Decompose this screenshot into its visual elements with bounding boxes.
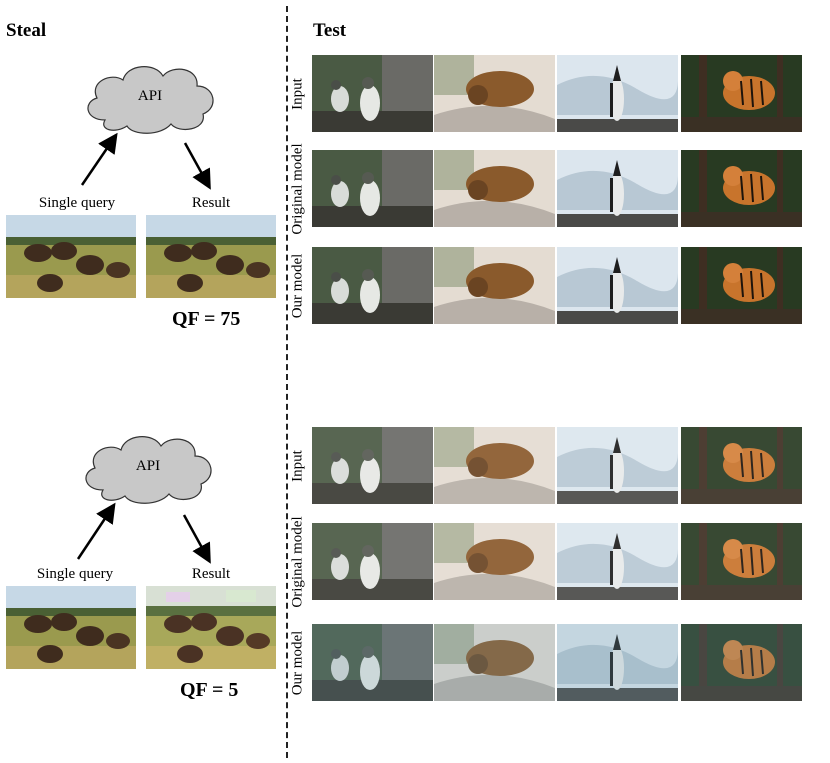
- api-label-top: API: [137, 88, 163, 104]
- api-label-bottom: API: [135, 458, 161, 474]
- single-query-label-top: Single query: [38, 195, 116, 211]
- result-label-bottom: Result: [191, 566, 231, 582]
- row-label-original-top: Original model: [289, 142, 306, 235]
- row-label-ours-bottom: Our model: [289, 630, 306, 695]
- test-image-input-top-penguin-standing: [557, 55, 678, 132]
- test-image-ours-bottom-tiger-in-forest: [681, 624, 802, 701]
- test-image-input-top-tiger-in-forest: [681, 55, 802, 132]
- test-image-ours-top-dog-lying-on-rock: [434, 247, 555, 324]
- row-label-input-top: Input: [289, 77, 306, 110]
- qf-label-bottom: QF = 5: [180, 679, 239, 701]
- arrows-bottom: [76, 502, 211, 564]
- test-image-input-bottom-dog-lying-on-rock: [434, 427, 555, 504]
- test-image-original-top-penguin-standing: [557, 150, 678, 227]
- row-label-ours-top: Our model: [289, 253, 306, 318]
- test-image-input-top-seabirds-on-rocks: [312, 55, 433, 132]
- bison-result-image-top: [146, 215, 276, 298]
- test-image-original-top-dog-lying-on-rock: [434, 150, 555, 227]
- bison-query-image-bottom: [6, 586, 136, 669]
- test-image-ours-top-tiger-in-forest: [681, 247, 802, 324]
- test-image-original-top-seabirds-on-rocks: [312, 150, 433, 227]
- panel-divider: [286, 6, 288, 758]
- test-image-original-bottom-dog-lying-on-rock: [434, 523, 555, 600]
- test-image-original-bottom-tiger-in-forest: [681, 523, 802, 600]
- qf-label-top: QF = 75: [172, 308, 241, 330]
- row-label-original-bottom: Original model: [289, 515, 306, 608]
- api-cloud-top: API: [75, 58, 225, 138]
- test-image-original-bottom-penguin-standing: [557, 523, 678, 600]
- arrow-down-result-top: [183, 142, 211, 190]
- result-label-top: Result: [191, 195, 231, 211]
- bison-result-image-bottom: [146, 586, 276, 669]
- row-label-input-bottom: Input: [289, 449, 306, 482]
- test-title: Test: [313, 20, 347, 41]
- test-image-input-top-dog-lying-on-rock: [434, 55, 555, 132]
- test-image-original-bottom-seabirds-on-rocks: [312, 523, 433, 600]
- test-image-ours-top-penguin-standing: [557, 247, 678, 324]
- arrow-up-query-top: [80, 132, 118, 186]
- test-image-ours-bottom-penguin-standing: [557, 624, 678, 701]
- single-query-label-bottom: Single query: [36, 566, 114, 582]
- test-image-ours-bottom-seabirds-on-rocks: [312, 624, 433, 701]
- arrow-up-query-bottom: [76, 502, 116, 560]
- test-image-ours-bottom-dog-lying-on-rock: [434, 624, 555, 701]
- api-cloud-bottom: API: [73, 428, 223, 508]
- arrow-down-result-bottom: [182, 514, 211, 564]
- bison-query-image-top: [6, 215, 136, 298]
- test-image-original-top-tiger-in-forest: [681, 150, 802, 227]
- test-image-input-bottom-tiger-in-forest: [681, 427, 802, 504]
- test-image-input-bottom-penguin-standing: [557, 427, 678, 504]
- test-image-input-bottom-seabirds-on-rocks: [312, 427, 433, 504]
- arrows-top: [80, 132, 211, 190]
- test-image-ours-top-seabirds-on-rocks: [312, 247, 433, 324]
- steal-title: Steal: [6, 20, 47, 41]
